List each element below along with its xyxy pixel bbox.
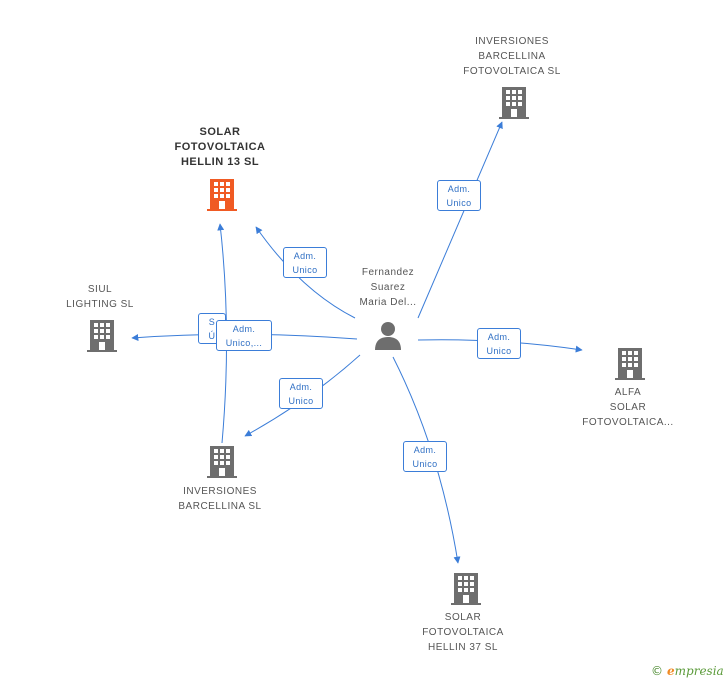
building-icon[interactable] xyxy=(614,346,646,380)
company-label-siul-lighting[interactable]: SIUL LIGHTING SL xyxy=(66,284,134,310)
building-icon[interactable] xyxy=(206,444,238,478)
brand-name: mpresia xyxy=(674,664,724,678)
edge-label-siul-lighting: Adm. Unico,... xyxy=(216,320,272,351)
person-label[interactable]: Fernandez Suarez Maria Del... xyxy=(359,267,417,308)
building-icon[interactable] xyxy=(450,571,482,605)
edge-label-solar-hellin-13: Adm. Unico xyxy=(283,247,327,278)
edge-line-inversiones-barcellina-fotovoltaica xyxy=(417,121,503,319)
company-label-inversiones-barcellina[interactable]: INVERSIONES BARCELLINA SL xyxy=(178,486,262,512)
company-label-alfa-solar[interactable]: ALFA SOLAR FOTOVOLTAICA... xyxy=(582,387,674,428)
company-label-solar-hellin-13[interactable]: SOLAR FOTOVOLTAICA HELLIN 13 SL xyxy=(174,126,266,168)
edge-line-solar-hellin-13 xyxy=(255,226,356,319)
edge-label-inversiones-barcellina: Adm. Unico xyxy=(279,378,323,409)
edge-label-solar-hellin-37: Adm. Unico xyxy=(403,441,447,472)
edge-label-alfa-solar: Adm. Unico xyxy=(477,328,521,359)
edge-label-inversiones-barcellina-fotovoltaica: Adm. Unico xyxy=(437,180,481,211)
brand-initial: e xyxy=(667,664,675,678)
company-label-inversiones-barcellina-fotovoltaica[interactable]: INVERSIONES BARCELLINA FOTOVOLTAICA SL xyxy=(463,36,561,77)
company-label-solar-hellin-37[interactable]: SOLAR FOTOVOLTAICA HELLIN 37 SL xyxy=(422,612,504,653)
person-icon[interactable] xyxy=(373,320,403,350)
copyright-icon: © xyxy=(651,664,663,678)
building-icon[interactable] xyxy=(498,85,530,119)
building-icon[interactable] xyxy=(86,318,118,352)
building-icon[interactable] xyxy=(206,177,238,211)
brand-footer[interactable]: © empresia xyxy=(651,664,724,678)
